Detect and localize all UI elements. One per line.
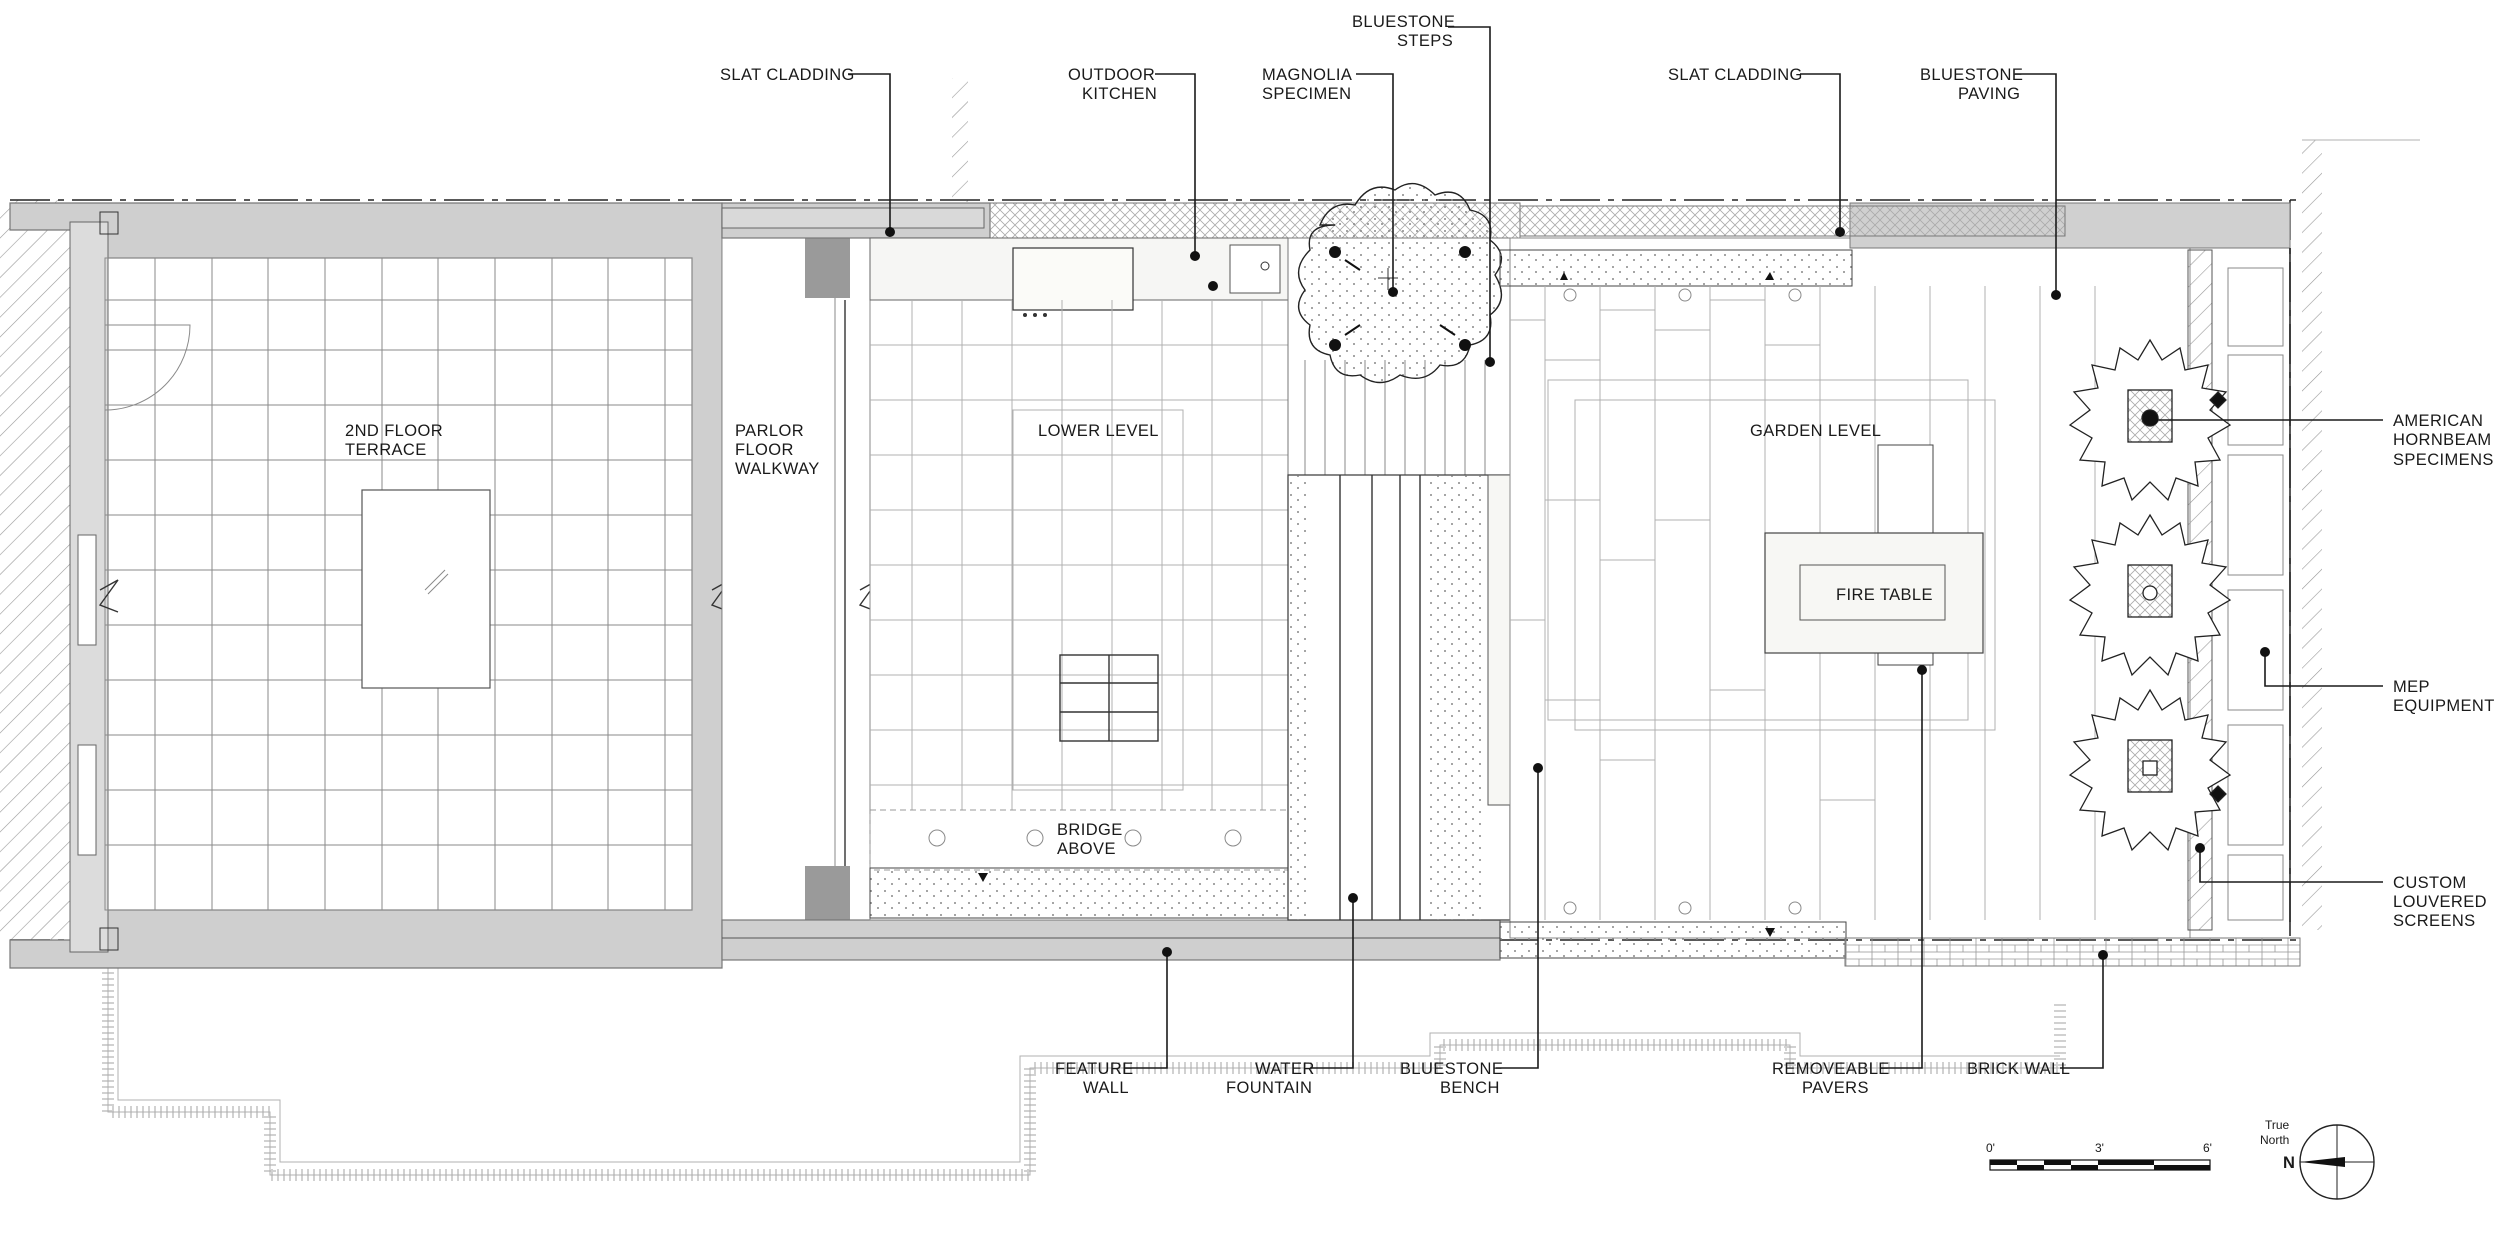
mep-label-2: EQUIPMENT <box>2393 697 2495 715</box>
boundary-hatching <box>0 78 2420 1181</box>
north-label-2: North <box>2260 1133 2289 1147</box>
bluestone-bench-label-2: BENCH <box>1440 1079 1500 1097</box>
magnolia-label-2: SPECIMEN <box>1262 85 1351 103</box>
walkway-label-3: WALKWAY <box>735 460 820 478</box>
hornbeam-label-1: AMERICAN <box>2393 412 2483 430</box>
feature-wall-label-2: WALL <box>1083 1079 1129 1097</box>
scale-tick-0: 0' <box>1986 1141 1995 1155</box>
bluestone-bench-label-1: BLUESTONE <box>1400 1060 1503 1078</box>
slat-cladding-1-label: SLAT CLADDING <box>720 66 855 84</box>
water-fountain-label-1: WATER <box>1255 1060 1315 1078</box>
north-arrow: True North N <box>2260 1118 2375 1200</box>
louvered-label-2: LOUVERED <box>2393 893 2487 911</box>
terrace-label-2: TERRACE <box>345 441 427 459</box>
top-callouts: SLAT CLADDING OUTDOOR KITCHEN MAGNOLIA S… <box>720 13 2061 367</box>
area-labels: 2ND FLOOR TERRACE PARLOR FLOOR WALKWAY L… <box>345 422 1933 858</box>
fire-table-label: FIRE TABLE <box>1836 586 1933 604</box>
scale-tick-3: 3' <box>2095 1141 2104 1155</box>
hornbeam-label-2: HORNBEAM <box>2393 431 2492 449</box>
walkway-label-2: FLOOR <box>735 441 794 459</box>
right-callouts: AMERICAN HORNBEAM SPECIMENS MEP EQUIPMEN… <box>2148 412 2495 930</box>
bridge-label-2: ABOVE <box>1057 840 1116 858</box>
bottom-callouts: FEATURE WALL WATER FOUNTAIN BLUESTONE BE… <box>1055 665 2108 1097</box>
north-letter: N <box>2283 1154 2295 1172</box>
bridge-label-1: BRIDGE <box>1057 821 1123 839</box>
bluestone-paving-label-2: PAVING <box>1958 85 2020 103</box>
water-fountain-label-2: FOUNTAIN <box>1226 1079 1312 1097</box>
lower-level <box>721 202 1521 921</box>
removeable-pavers-label-1: REMOVEABLE <box>1772 1060 1890 1078</box>
north-label-1: True <box>2265 1118 2290 1132</box>
bluestone-paving-label-1: BLUESTONE <box>1920 66 2023 84</box>
feature-wall-label-1: FEATURE <box>1055 1060 1134 1078</box>
brick-wall-label: BRICK WALL <box>1967 1060 2070 1078</box>
terrace <box>9 202 731 969</box>
louvered-label-1: CUSTOM <box>2393 874 2467 892</box>
mep-label-1: MEP <box>2393 678 2430 696</box>
hornbeam-label-3: SPECIMENS <box>2393 451 2494 469</box>
bluestone-steps-label-2: STEPS <box>1397 32 1453 50</box>
terrace-label-1: 2ND FLOOR <box>345 422 443 440</box>
walkway-label-1: PARLOR <box>735 422 804 440</box>
garden-level-label: GARDEN LEVEL <box>1750 422 1881 440</box>
magnolia-tree <box>1297 182 1503 384</box>
outdoor-kitchen-label-2: KITCHEN <box>1082 85 1157 103</box>
slat-cladding-2-label: SLAT CLADDING <box>1668 66 1803 84</box>
outdoor-kitchen-label-1: OUTDOOR <box>1068 66 1155 84</box>
magnolia-label-1: MAGNOLIA <box>1262 66 1352 84</box>
lower-level-label: LOWER LEVEL <box>1038 422 1159 440</box>
louvered-label-3: SCREENS <box>2393 912 2476 930</box>
scale-bar: 0' 3' 6' <box>1986 1141 2212 1171</box>
scale-tick-6: 6' <box>2203 1141 2212 1155</box>
removeable-pavers-label-2: PAVERS <box>1802 1079 1869 1097</box>
bluestone-steps-label-1: BLUESTONE <box>1352 13 1455 31</box>
garden-level <box>1499 202 2301 967</box>
